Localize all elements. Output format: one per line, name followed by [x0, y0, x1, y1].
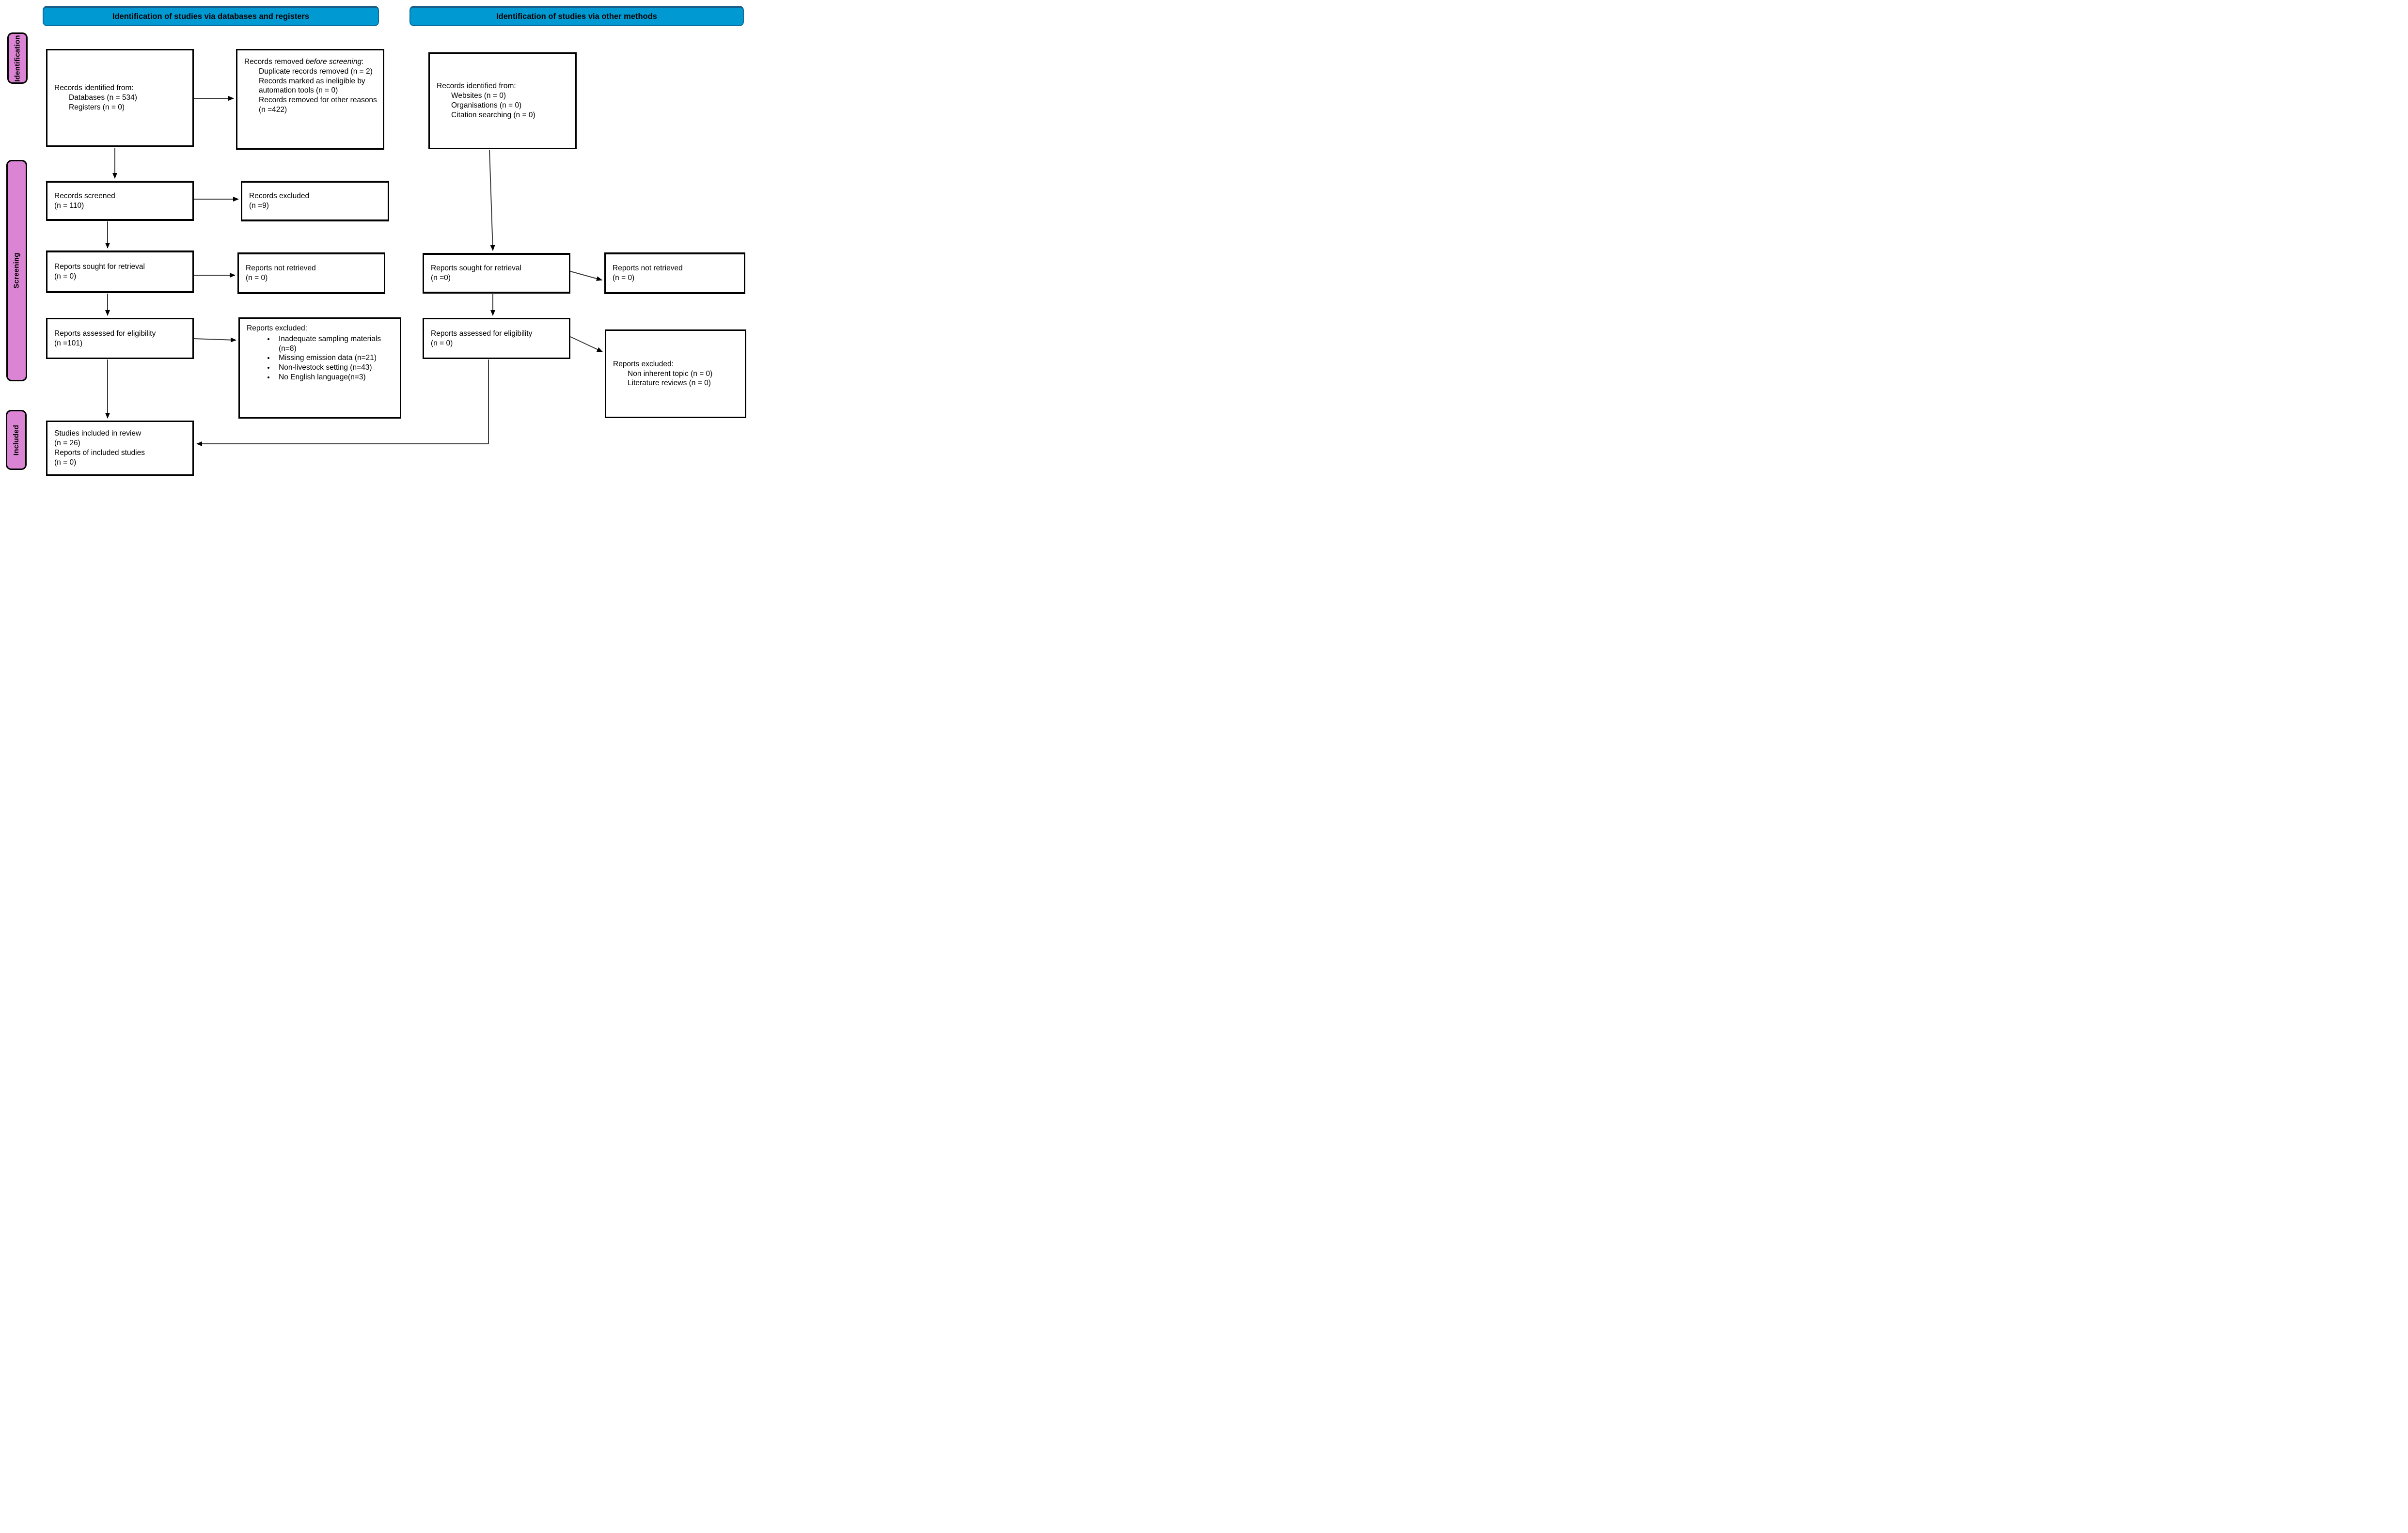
box-reports-excluded-bullets: Reports excluded: Inadequate sampling ma…	[238, 317, 401, 419]
arrow-identified-to-sought-right	[489, 149, 495, 251]
box-records-excluded: Records excluded (n =9)	[241, 181, 389, 221]
box-line: Reports assessed for eligibility	[431, 329, 533, 338]
box-line: Websites (n = 0)	[451, 92, 506, 100]
box-line: (n =9)	[249, 202, 269, 210]
stage-screening-label: Screening	[13, 252, 21, 289]
box-line: Reports sought for retrieval	[54, 263, 145, 271]
box-line: Organisations (n = 0)	[451, 101, 522, 110]
box-line: Reports of included studies	[54, 449, 145, 457]
box-line: (n = 26)	[54, 439, 80, 448]
box-reports-assessed-right: Reports assessed for eligibility (n = 0)	[423, 318, 570, 359]
box-line: Databases (n = 534)	[69, 94, 137, 102]
box-line: (n = 0)	[246, 274, 268, 282]
banner-right-label: Identification of studies via other meth…	[496, 12, 657, 21]
box-reports-sought-right: Reports sought for retrieval (n =0)	[423, 253, 570, 294]
box-reports-assessed-left: Reports assessed for eligibility (n =101…	[46, 318, 194, 359]
box-line: Records removed for other reasons (n =42…	[259, 96, 377, 114]
box-line: Reports not retrieved	[246, 264, 316, 273]
box-reports-not-retrieved-left: Reports not retrieved (n = 0)	[237, 252, 385, 294]
box-records-removed: Records removed before screening: Duplic…	[236, 49, 384, 150]
stage-included-label: Included	[12, 424, 20, 455]
box-studies-included: Studies included in review (n = 26) Repo…	[46, 421, 194, 476]
box-line: Citation searching (n = 0)	[451, 110, 535, 119]
box-line: Records screened	[54, 191, 115, 200]
banner-other-methods: Identification of studies via other meth…	[409, 6, 744, 26]
list-item: No English language(n=3)	[275, 373, 395, 382]
arrow-assessed-to-excluded-right	[570, 336, 603, 352]
box-title: Records identified from:	[54, 84, 134, 93]
box-line: Non inherent topic (n = 0)	[628, 369, 713, 378]
banner-databases-registers: Identification of studies via databases …	[43, 6, 379, 26]
banner-left-label: Identification of studies via databases …	[112, 12, 310, 21]
box-line: Studies included in review	[54, 429, 142, 438]
stage-identification: Identification	[7, 32, 28, 84]
box-line: (n = 110)	[54, 201, 84, 210]
exclusion-reasons-list: Inadequate sampling materials (n=8) Miss…	[247, 334, 395, 382]
box-line: (n =0)	[431, 274, 451, 282]
arrow-sought-to-notretrieved-right	[570, 271, 602, 281]
box-line: (n = 0)	[613, 274, 635, 282]
stage-included: Included	[6, 410, 27, 470]
box-line: Duplicate records removed (n = 2)	[259, 67, 373, 76]
box-line: Records marked as ineligible by automati…	[259, 77, 365, 95]
box-records-identified-other: Records identified from: Websites (n = 0…	[428, 52, 577, 149]
box-title: Reports excluded:	[247, 324, 307, 332]
box-line: Reports sought for retrieval	[431, 264, 521, 273]
box-records-identified-databases: Records identified from: Databases (n = …	[46, 49, 194, 147]
box-line: (n = 0)	[54, 458, 77, 467]
box-reports-excluded-right: Reports excluded: Non inherent topic (n …	[605, 329, 746, 418]
box-line: Literature reviews (n = 0)	[628, 379, 711, 388]
box-reports-sought-left: Reports sought for retrieval (n = 0)	[46, 250, 194, 293]
box-line: (n = 0)	[54, 272, 77, 281]
box-title: Records identified from:	[437, 82, 516, 91]
box-line: Registers (n = 0)	[69, 103, 125, 111]
box-title: Records removed before screening:	[244, 58, 364, 66]
arrow-assessed-to-excluded-left	[193, 337, 236, 343]
box-line: Reports assessed for eligibility	[54, 329, 156, 338]
list-item: Missing emission data (n=21)	[275, 353, 395, 363]
box-line: (n =101)	[54, 339, 83, 347]
box-line: Reports not retrieved	[613, 264, 683, 273]
stage-identification-label: Identification	[13, 34, 22, 82]
stage-screening: Screening	[6, 160, 27, 381]
prisma-flow-diagram: Identification of studies via databases …	[0, 0, 749, 477]
list-item: Inadequate sampling materials (n=8)	[275, 334, 395, 354]
box-line: Records excluded	[249, 192, 310, 201]
list-item: Non-livestock setting (n=43)	[275, 363, 395, 373]
box-records-screened: Records screened (n = 110)	[46, 181, 194, 221]
box-title: Reports excluded:	[613, 360, 674, 368]
box-line: (n = 0)	[431, 339, 453, 347]
box-reports-not-retrieved-right: Reports not retrieved (n = 0)	[604, 252, 745, 294]
